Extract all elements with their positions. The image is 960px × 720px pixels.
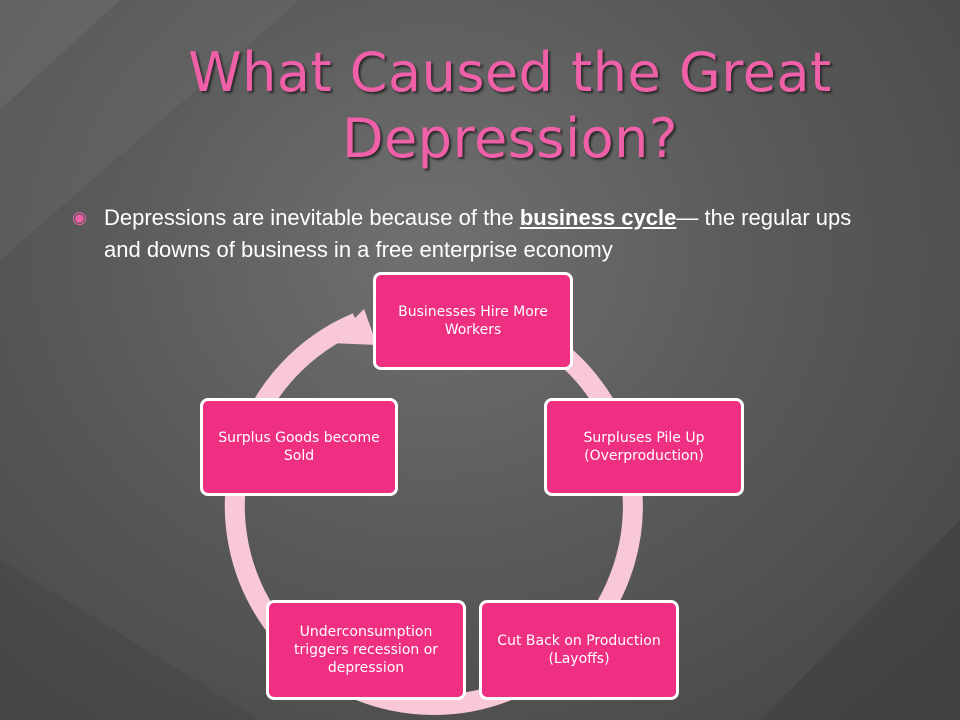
bullet-point: ◉ Depressions are inevitable because of …	[72, 202, 872, 266]
bullet-suffix: — the regular ups and downs of business …	[104, 205, 852, 262]
cycle-node-underconsumption: Underconsumption triggers recession or d…	[266, 600, 466, 700]
bullet-icon: ◉	[72, 208, 87, 227]
cycle-node-cutback: Cut Back on Production (Layoffs)	[479, 600, 679, 700]
cycle-node-hire: Businesses Hire More Workers	[373, 272, 573, 370]
slide-title-line-1: What Caused the Great	[188, 41, 832, 104]
bullet-prefix: Depressions are inevitable because of th…	[104, 205, 520, 230]
business-cycle-term: business cycle	[519, 205, 677, 230]
cycle-arrowhead-icon	[330, 309, 377, 345]
slide-title-line-2: Depression?	[341, 107, 678, 170]
cycle-node-surplus-sold: Surplus Goods become Sold	[200, 398, 398, 496]
bullet-text: Depressions are inevitable because of th…	[72, 202, 872, 266]
cycle-node-surpluses: Surpluses Pile Up (Overproduction)	[544, 398, 744, 496]
slide-title: What Caused the Great Depression?	[120, 40, 900, 172]
